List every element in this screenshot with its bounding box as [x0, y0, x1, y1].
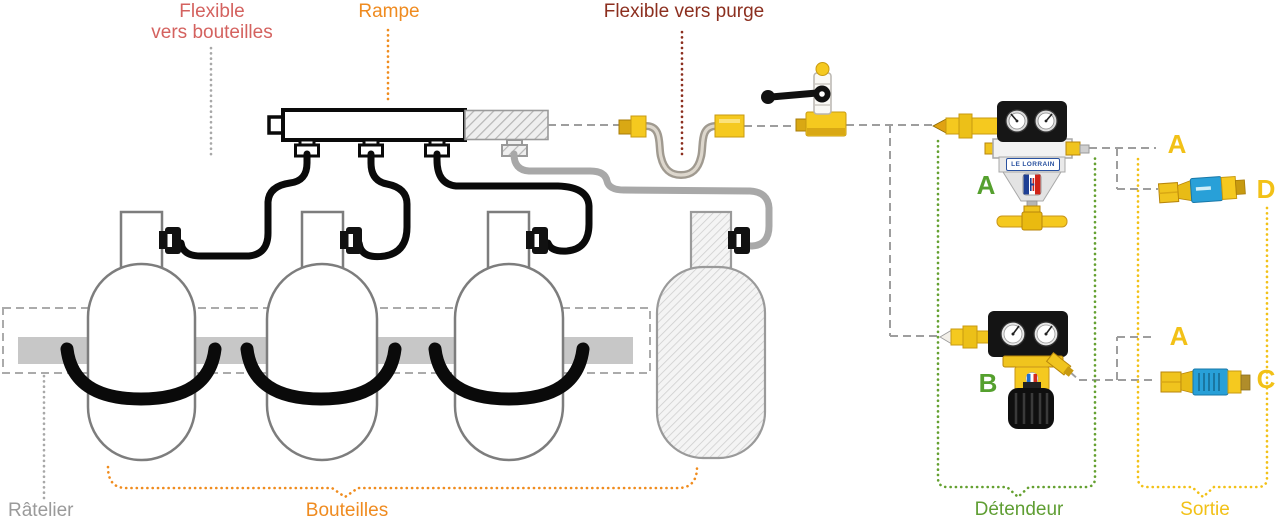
bottle-straps [60, 342, 590, 406]
purge-bottle [655, 210, 767, 460]
label-bouteilles: Bouteilles [305, 500, 389, 521]
regulator-a-outlet [1065, 141, 1081, 156]
valve-lever [767, 89, 821, 101]
bracket-sortie [1136, 157, 1269, 499]
label-flexible-bottles-line1: Flexible [179, 1, 245, 22]
manifold-body [281, 108, 467, 142]
callout-d: D [1256, 174, 1276, 204]
regulator-b-gauges [1000, 321, 1059, 347]
bottle-2 [265, 210, 379, 462]
regulator-b-inlet [939, 329, 952, 345]
regulator-brand-plate: LE LORRAIN [1006, 158, 1060, 171]
label-flexible-bottles: Flexible vers bouteilles [151, 1, 272, 44]
strap-3 [428, 342, 590, 406]
callout-regulator-a: A [976, 170, 996, 200]
manifold-extension [464, 109, 549, 141]
purge-pigtail-flexible [618, 114, 745, 180]
label-rampe: Rampe [358, 1, 420, 22]
label-flexible-bottles-line2: vers bouteilles [151, 22, 273, 44]
valve-purge-bottle [728, 227, 750, 254]
bottle-1 [86, 210, 197, 462]
purge-ball-valve [761, 62, 847, 137]
regulator-b [939, 311, 1074, 429]
outlet-check-valve-c [1160, 368, 1251, 396]
callout-regulator-b: B [978, 368, 998, 398]
regulator-a-handwheel [996, 205, 1068, 231]
bottle-hoses [177, 150, 593, 261]
label-ratelier: Râtelier [8, 500, 74, 521]
label-flexible-purge: Flexible vers purge [603, 1, 765, 22]
valve-bottle-2 [340, 227, 362, 254]
callout-outlet-a-mid: A [1169, 321, 1189, 351]
pigtail-right-fitting [714, 114, 745, 138]
label-detendeur: Détendeur [974, 499, 1064, 520]
valve-bottle-3 [526, 227, 548, 254]
bottle-valves [159, 227, 750, 254]
purge-hose [510, 150, 773, 250]
leader-lines [42, 28, 1269, 501]
manifold-end-cap [267, 115, 285, 135]
valve-bottle-1 [159, 227, 181, 254]
hose-to-bottle-3 [433, 150, 593, 255]
regulator-b-knob [1008, 382, 1054, 429]
regulator-a-gauges [1005, 109, 1058, 133]
regulator-a-inlet [932, 118, 947, 134]
hose-to-bottle-2 [355, 150, 411, 261]
dashed-connections [548, 124, 1158, 381]
manifold [267, 108, 549, 158]
label-sortie: Sortie [1180, 499, 1230, 520]
strap-1 [60, 342, 222, 406]
regulator-b-outlet [1045, 351, 1074, 377]
hose-to-bottle-1 [177, 150, 311, 260]
outlet-check-valve-d [1157, 175, 1246, 204]
callout-outlet-a-top: A [1167, 129, 1187, 159]
brace-bouteilles [106, 465, 699, 499]
strap-2 [240, 342, 402, 406]
pigtail-left-fitting [618, 119, 633, 135]
regulator-a-logo [1022, 173, 1042, 196]
callout-c: C [1256, 364, 1276, 394]
bracket-detendeur [936, 139, 1097, 499]
